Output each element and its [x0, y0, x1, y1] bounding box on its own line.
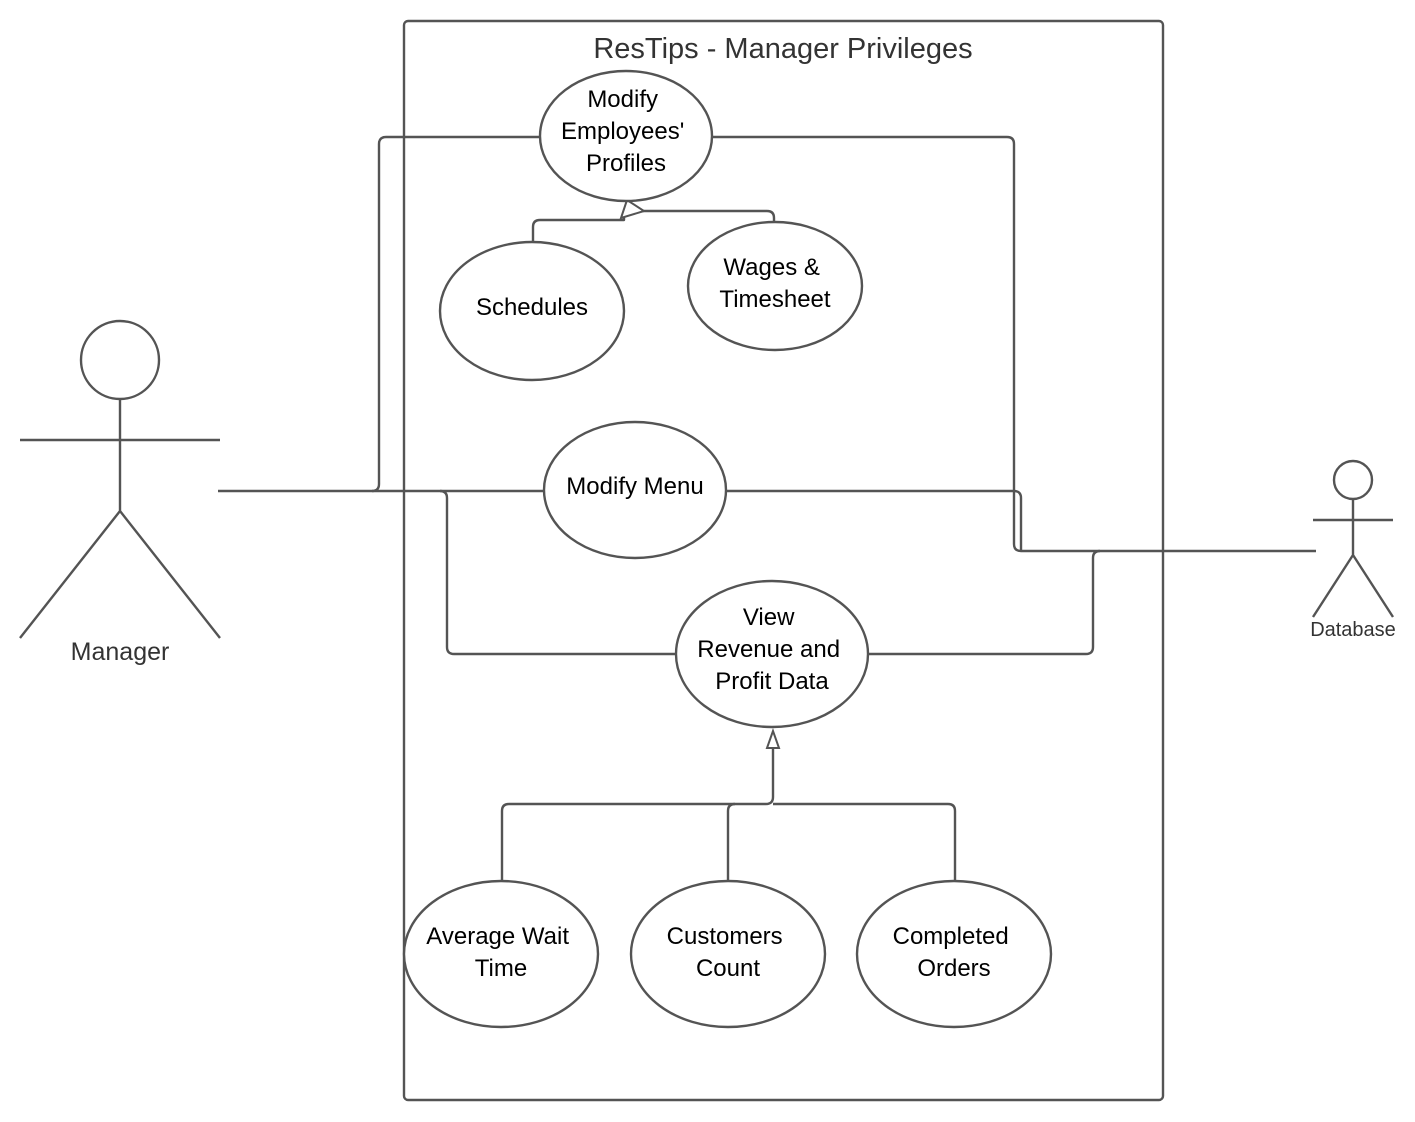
- use-case-label: Wages & Timesheet: [719, 254, 830, 313]
- use-case-ellipse: [686, 220, 864, 352]
- system-title: ResTips - Manager Privileges: [593, 33, 972, 65]
- use-case-label: Modify Menu: [566, 473, 703, 500]
- generalization-arrowhead-profiles: [619, 198, 647, 220]
- use-case-average-wait-time[interactable]: Average Wait Time: [402, 879, 600, 1029]
- actor-database-body: [1311, 499, 1395, 618]
- use-case-view-revenue[interactable]: View Revenue and Profit Data: [674, 579, 870, 729]
- associations: [218, 135, 1316, 656]
- use-case-ellipse: [438, 240, 626, 382]
- use-case-schedules[interactable]: Schedules: [438, 240, 626, 382]
- use-case-label: Customers Count: [667, 923, 790, 982]
- actor-database[interactable]: Database: [1310, 459, 1396, 641]
- generalization-wages: [640, 209, 776, 222]
- actor-database-label: Database: [1310, 619, 1396, 641]
- generalization-customers-count: [726, 802, 736, 880]
- association-modify-profiles-database: [712, 135, 1316, 553]
- use-case-completed-orders[interactable]: Completed Orders: [855, 879, 1053, 1029]
- use-case-label: Average Wait Time: [426, 923, 575, 982]
- use-case-ellipse: [674, 579, 870, 729]
- actor-manager-head: [79, 319, 161, 401]
- use-case-customers-count[interactable]: Customers Count: [629, 879, 827, 1029]
- use-case-label: View Revenue and Profit Data: [697, 604, 846, 695]
- association-view-revenue-database: [869, 549, 1101, 656]
- actor-manager-body: [19, 399, 221, 639]
- actor-manager-label: Manager: [71, 638, 170, 666]
- generalization-avg-wait: [500, 748, 775, 880]
- actor-manager[interactable]: Manager: [19, 319, 221, 666]
- use-case-label: Completed Orders: [893, 923, 1016, 982]
- use-case-label: Modify Employees' Profiles: [561, 86, 691, 177]
- use-case-modify-menu[interactable]: Modify Menu: [542, 420, 728, 560]
- use-case-modify-profiles[interactable]: Modify Employees' Profiles: [538, 69, 714, 203]
- association-manager-view-revenue: [439, 489, 677, 656]
- generalizations: [500, 198, 957, 880]
- use-case-ellipse: [629, 879, 827, 1029]
- use-case-ellipse: [542, 420, 728, 560]
- association-modify-menu-database: [726, 489, 1023, 551]
- generalization-arrowhead-revenue: [765, 727, 781, 749]
- use-case-ellipse: [538, 69, 714, 203]
- use-case-ellipse: [855, 879, 1053, 1029]
- use-case-wages-timesheet[interactable]: Wages & Timesheet: [686, 220, 864, 352]
- use-case-ellipse: [402, 879, 600, 1029]
- generalization-schedules: [531, 214, 626, 243]
- system-boundary: ResTips - Manager Privileges: [402, 19, 1165, 1102]
- use-case-label: Schedules: [476, 294, 588, 321]
- system-boundary-box: [402, 19, 1165, 1102]
- association-manager-modify-profiles: [371, 135, 542, 493]
- actor-database-head: [1332, 459, 1374, 501]
- generalization-completed-orders: [773, 802, 957, 880]
